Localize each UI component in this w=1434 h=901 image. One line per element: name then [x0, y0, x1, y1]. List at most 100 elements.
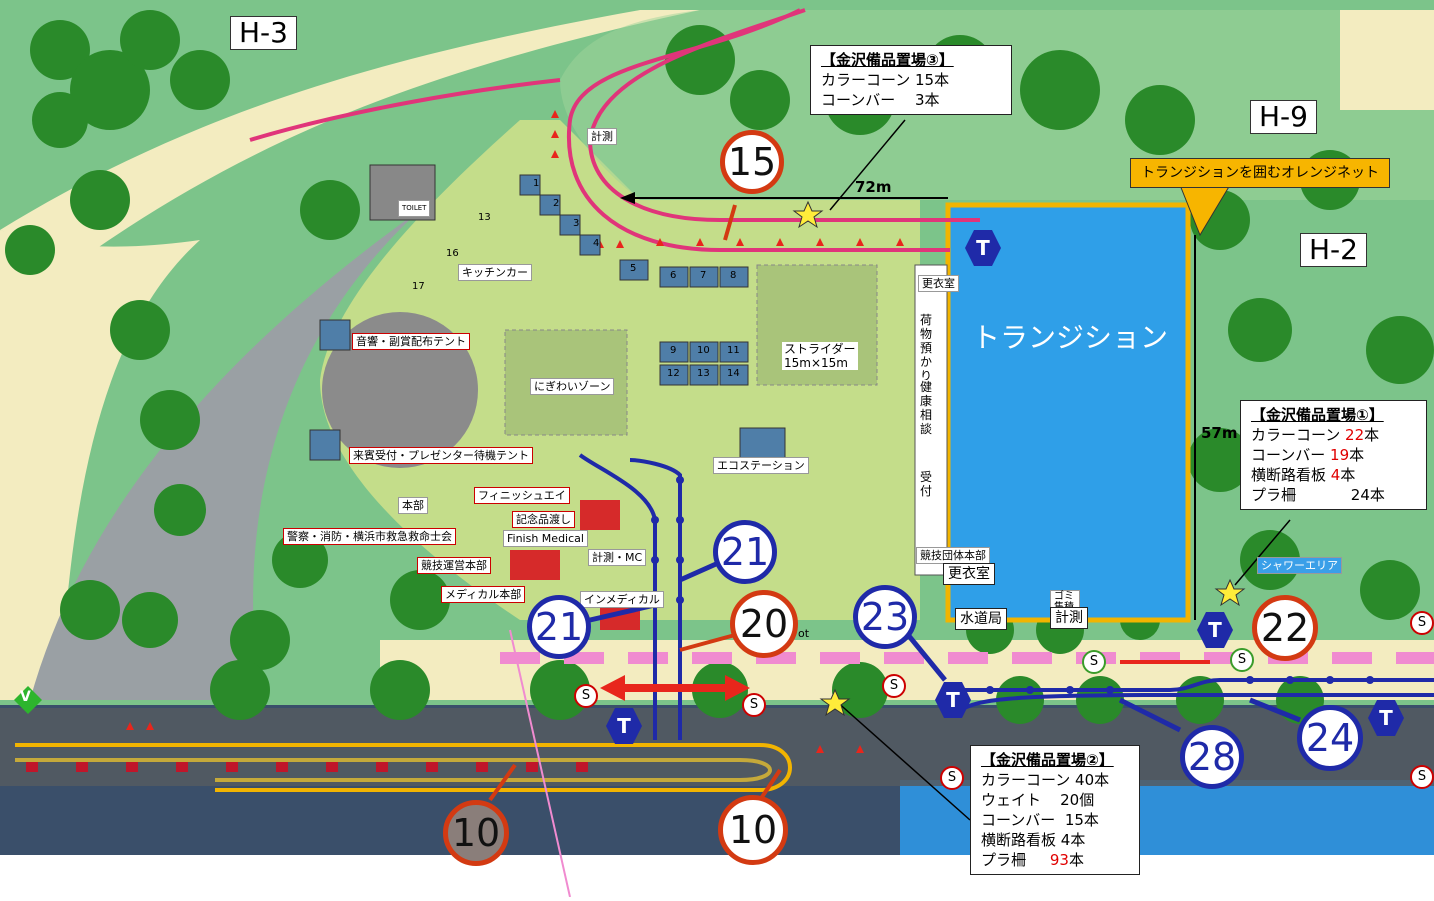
gravel-plaza [322, 312, 478, 468]
km-marker-10: 10 [718, 795, 788, 865]
callout-1-title: 【金沢備品置場①】 [1251, 406, 1384, 424]
km-marker-28: 28 [1180, 725, 1244, 789]
tent-number: 9 [670, 345, 677, 356]
tent-number: 12 [667, 368, 680, 379]
s-marker: S [574, 684, 598, 708]
toilet-label: TOILET [398, 200, 431, 217]
nigiwai-zone-label: にぎわいゾーン [530, 378, 615, 395]
finish-area: フィニッシュエイ [474, 487, 570, 504]
main-medical: インメディカル [580, 591, 664, 608]
trees [5, 10, 1434, 724]
uketsuke-label: 受付 [920, 470, 936, 498]
t-marker: T [935, 682, 971, 718]
callout-2-row: カラーコーン 40本 [981, 771, 1110, 789]
callout-2-row: 横断路看板 4本 [981, 831, 1086, 849]
km-marker-24: 24 [1297, 705, 1363, 771]
v-marker-label: V [20, 689, 31, 705]
tent-number: 1 [533, 178, 540, 189]
tent-number: 14 [727, 368, 740, 379]
guest-tent: 来賓受付・プレゼンター待機テント [349, 447, 533, 464]
tent-number: 6 [670, 270, 677, 281]
zone-h2: H-2 [1300, 233, 1367, 267]
koui-bottom: 更衣室 [943, 563, 995, 585]
tent-number: 7 [700, 270, 707, 281]
kenko-label: 健康相談 [920, 380, 936, 436]
tent-number: 5 [630, 263, 637, 274]
zone-h9: H-9 [1250, 100, 1317, 134]
km-marker-21-upper: 21 [713, 520, 777, 584]
shower-area: シャワーエリア [1257, 557, 1342, 574]
finish-medical: Finish Medical [503, 530, 588, 547]
t-marker: T [1368, 700, 1404, 736]
callout-2-row: ウェイト 20個 [981, 791, 1095, 809]
callout-storage-3: 【金沢備品置場③】 カラーコーン 15本 コーンバー 3本 [810, 45, 1012, 115]
spot-label: ot [798, 627, 810, 640]
stars [792, 200, 1246, 717]
callout-2-title: 【金沢備品置場②】 [981, 751, 1114, 769]
kyogi-dantai-honbu: 競技団体本部 [916, 547, 990, 564]
honbu: 本部 [398, 497, 428, 514]
km-marker-21-lower: 21 [527, 595, 591, 659]
v-marker [14, 686, 42, 714]
s-marker: S [882, 674, 906, 698]
run-route-dots [651, 476, 1374, 694]
tent-number: 4 [593, 238, 600, 249]
callout-1-row: 横断路看板 4本 [1251, 466, 1356, 484]
suidou-kyoku: 水道局 [955, 608, 1007, 630]
callout-storage-1: 【金沢備品置場①】 カラーコーン 22本 コーンバー 19本 横断路看板 4本 … [1240, 400, 1427, 510]
t-marker: T [1197, 612, 1233, 648]
km-marker-15: 15 [720, 130, 784, 194]
tent-number: 2 [553, 198, 560, 209]
zone-h3: H-3 [230, 16, 297, 50]
keisoku-mc: 計測・MC [588, 549, 647, 566]
callout-1-row: プラ柵 24本 [1251, 486, 1385, 504]
callout-3-line: カラーコーン 15本 [821, 71, 950, 89]
t-marker: T [606, 708, 642, 744]
koui-top: 更衣室 [918, 275, 959, 292]
callout-storage-2: 【金沢備品置場②】 カラーコーン 40本 ウェイト 20個 コーンバー 15本 … [970, 745, 1140, 875]
kyogi-unei-honbu: 競技運営本部 [417, 557, 491, 574]
dim-72m-label: 72m [855, 178, 892, 196]
callout-1-row: カラーコーン 22本 [1251, 426, 1380, 444]
callout-2-row: プラ柵 93本 [981, 851, 1084, 869]
tents [309, 164, 786, 461]
t-marker: T [965, 230, 1001, 266]
kitchen-number: 17 [412, 281, 425, 292]
callout-3-line: コーンバー 3本 [821, 91, 940, 109]
s-marker: S [742, 693, 766, 717]
keisoku-bottom: 計測 [1050, 607, 1088, 629]
dim-57m-label: 57m [1201, 424, 1238, 442]
tent-number: 13 [697, 368, 710, 379]
callout-2-row: コーンバー 15本 [981, 811, 1099, 829]
km-marker-10-swim: 10 [443, 800, 509, 866]
km-marker-23: 23 [853, 585, 917, 649]
kitchen-number: 16 [446, 248, 459, 259]
crossings [600, 660, 1210, 701]
s-marker-green: S [1230, 648, 1254, 672]
keisoku-top: 計測 [587, 128, 617, 145]
s-marker: S [1410, 611, 1434, 635]
police-fire-tent: 警察・消防・横浜市救急救命士会 [283, 528, 456, 545]
s-marker: S [940, 766, 964, 790]
s-marker: S [1410, 765, 1434, 789]
tent-number: 11 [727, 345, 740, 356]
eco-station: エコステーション [713, 457, 809, 474]
nimotsu-label: 荷物預かり [920, 313, 936, 383]
tent-number: 8 [730, 270, 737, 281]
medical-hq: メディカル本部 [441, 586, 526, 603]
km-marker-20: 20 [730, 590, 798, 658]
kitchen-number: 13 [478, 212, 491, 223]
tent-number: 3 [573, 218, 580, 229]
transition-label: トランジション [972, 321, 1169, 354]
kitchen-car: キッチンカー [458, 264, 532, 281]
tent-number: 10 [697, 345, 710, 356]
strider-label: ストライダー 15m×15m [782, 342, 858, 370]
s-marker-green: S [1082, 650, 1106, 674]
sound-tent: 音響・副賞配布テント [352, 333, 470, 350]
inner-road [30, 210, 420, 700]
kinenhin-watashi: 記念品渡し [512, 511, 575, 528]
km-marker-22: 22 [1252, 595, 1318, 661]
callout-1-row: コーンバー 19本 [1251, 446, 1365, 464]
path-north [0, 10, 700, 260]
